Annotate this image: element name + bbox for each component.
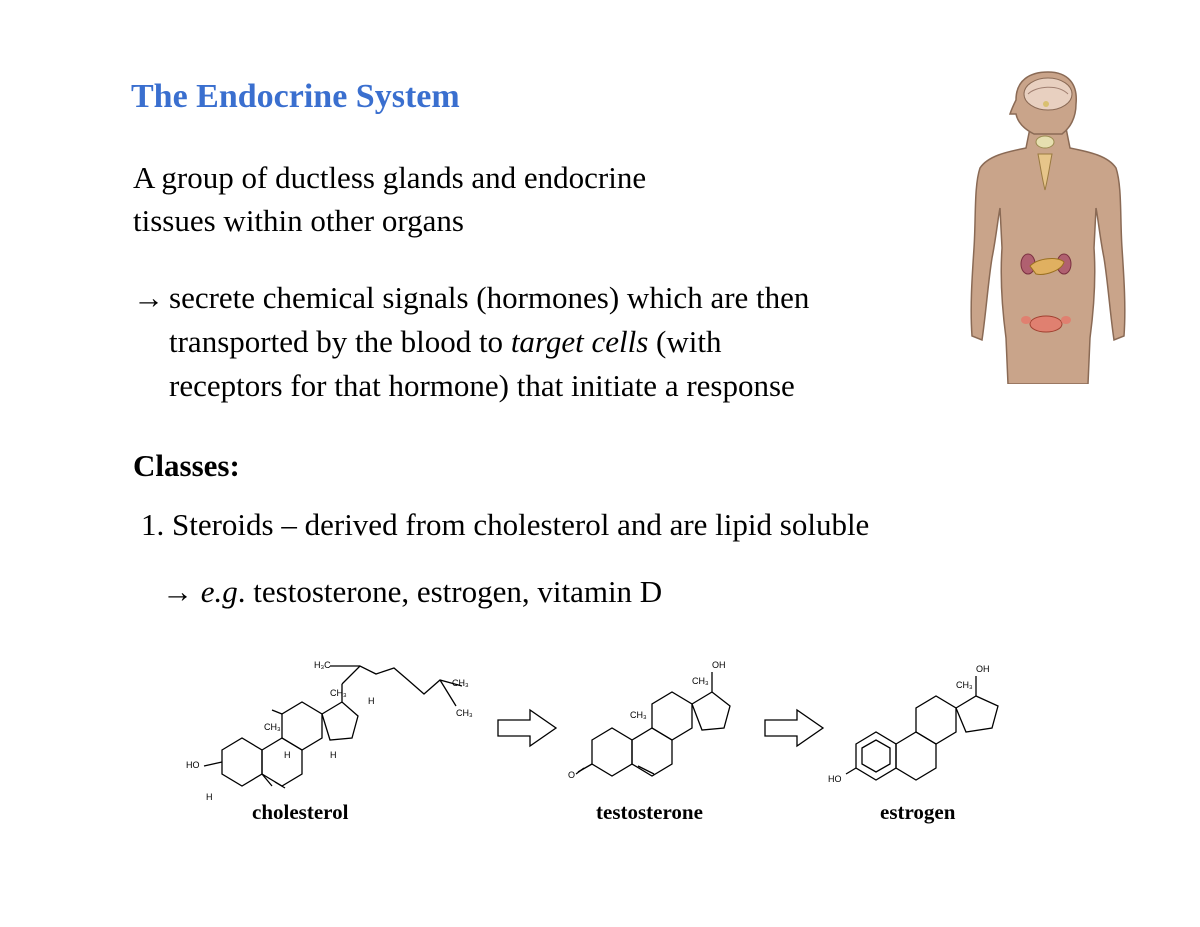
cholesterol-ring-b — [261, 737, 303, 787]
label-h-a: H — [368, 696, 375, 706]
label-h-b: H — [284, 750, 291, 760]
label-h3c: H₃C — [314, 660, 331, 670]
label-ch3-a: CH₃ — [330, 688, 347, 698]
label-h-d: H — [206, 792, 213, 800]
label-ch3-g: CH₃ — [956, 680, 973, 690]
example-list: testosterone, estrogen, vitamin D — [245, 574, 663, 609]
estrogen-ring-c — [915, 695, 957, 745]
cholesterol-ring-d — [321, 701, 359, 741]
intro-text: A group of ductless glands and endocrine… — [133, 156, 853, 242]
label-oh-a: OH — [712, 660, 726, 670]
secrete-line-2: transported by the blood to target cells… — [169, 320, 953, 364]
eg-dot: . — [237, 574, 246, 609]
cholesterol-ring-c — [281, 701, 323, 751]
reaction-arrow-1 — [497, 708, 558, 748]
label-oh-b: OH — [976, 664, 990, 674]
reaction-arrow-2 — [764, 708, 825, 748]
eg-abbrev: e.g — [200, 574, 238, 609]
secrete-paragraph: → secrete chemical signals (hormones) wh… — [133, 276, 953, 408]
page-title: The Endocrine System — [131, 78, 460, 115]
label-o: O — [568, 770, 575, 780]
label-ch3-e: CH₃ — [692, 676, 709, 686]
testosterone-ring-a — [591, 727, 633, 777]
label-cholesterol: cholesterol — [252, 800, 349, 824]
label-testosterone: testosterone — [596, 800, 703, 824]
right-arrow-icon: → — [162, 574, 193, 609]
label-ch3-b: CH₃ — [264, 722, 281, 732]
secrete-line-1: secrete chemical signals (hormones) whic… — [169, 280, 810, 315]
estrogen-ring-d — [955, 695, 999, 733]
intro-line-2: tissues within other organs — [133, 203, 464, 238]
label-ch3-c: CH₃ — [452, 678, 469, 688]
target-cells-term: target cells — [510, 324, 649, 359]
right-arrow-icon: → — [133, 280, 164, 315]
steroid-structures-diagram: H₃C CH₃ CH₃ CH₃ CH₃ H H H H HO OH CH₃ CH… — [186, 660, 999, 800]
estrogen-ring-b — [895, 731, 937, 781]
example-line: → e.g. testosterone, estrogen, vitamin D — [162, 574, 662, 610]
testosterone-ring-c — [651, 691, 693, 741]
estrogen-ring-a-inner — [861, 739, 891, 773]
class-item-steroids: 1. Steroids – derived from cholesterol a… — [141, 507, 870, 542]
label-ch3-f: CH₃ — [630, 710, 647, 720]
intro-line-1: A group of ductless glands and endocrine — [133, 160, 647, 195]
human-body-illustration — [970, 71, 1126, 384]
label-ho-a: HO — [186, 760, 200, 770]
label-ho-b: HO — [828, 774, 842, 784]
label-h-c: H — [330, 750, 337, 760]
cholesterol-ring-a — [221, 737, 263, 787]
label-estrogen: estrogen — [880, 800, 956, 824]
testosterone-ring-b — [631, 727, 673, 777]
label-ch3-d: CH₃ — [456, 708, 473, 718]
classes-heading: Classes: — [133, 448, 240, 483]
secrete-line-2-c: (with — [648, 324, 722, 359]
secrete-line-2-a: transported by the blood to — [169, 324, 511, 359]
testosterone-ring-d — [691, 691, 731, 731]
secrete-line-3: receptors for that hormone) that initiat… — [169, 368, 795, 403]
